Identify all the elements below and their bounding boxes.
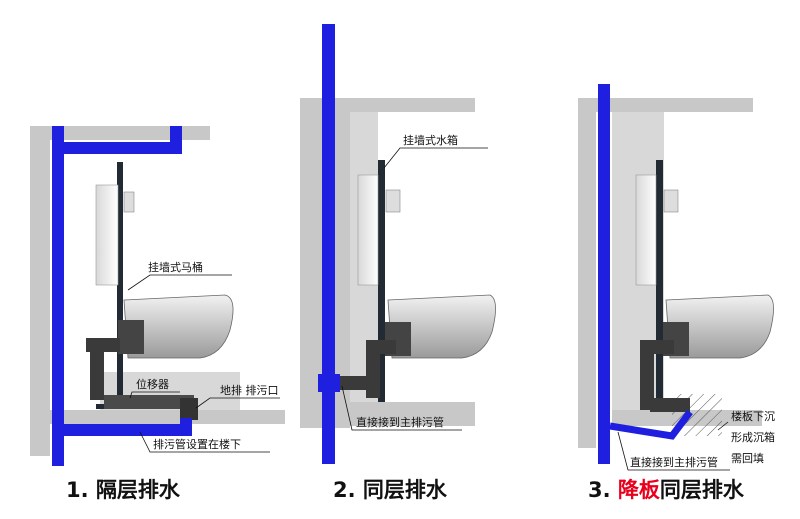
leader-direct — [341, 385, 462, 431]
cistern-box — [635, 174, 657, 286]
label-toilet: 挂墙式马桶 — [148, 260, 203, 274]
label-direct: 直接接到主排污管 — [356, 415, 444, 429]
label-shifter: 位移器 — [136, 377, 169, 391]
shifter-pipe — [104, 395, 194, 409]
cistern-box — [357, 174, 379, 286]
main-pipe-top — [52, 142, 182, 154]
pipe-below-floor — [52, 424, 192, 436]
floor-slab — [50, 410, 285, 424]
leader-floor-drain — [195, 397, 280, 409]
caption-3-highlight: 降板 — [618, 478, 661, 502]
flush-plate — [123, 191, 135, 213]
installation-frame — [117, 162, 123, 408]
caption-3: 3. 降板同层排水 — [588, 478, 745, 502]
caption-1: 1. 隔层排水 — [66, 478, 181, 502]
drain-pipe-horizontal — [340, 376, 380, 390]
wall-back — [578, 98, 753, 112]
label-tank: 挂墙式水箱 — [403, 133, 458, 147]
panel-1: 挂墙式马桶 位移器 地排 排污口 排污管设置在楼下 1. 隔层排水 — [30, 126, 285, 502]
wall-side — [30, 126, 50, 456]
caption-2: 2. 同层排水 — [333, 478, 448, 502]
drain-pipe-horizontal — [650, 398, 690, 412]
installation-frame — [656, 160, 663, 398]
wall-side — [578, 98, 596, 448]
floor-drain — [180, 398, 198, 420]
panel-3: 直接接到主排污管 楼板下沉 形成沉箱 需回填 3. 降板同层排水 — [578, 84, 775, 502]
drain-pipe-vertical — [90, 340, 104, 400]
label-sink-1: 楼板下沉 — [731, 409, 775, 423]
toilet-connector — [118, 320, 144, 354]
toilet-bowl — [123, 294, 234, 359]
installation-frame — [378, 160, 385, 402]
pipe-below-rise — [180, 418, 192, 432]
leader-tank — [383, 147, 488, 169]
toilet-bowl — [387, 294, 496, 359]
leader-toilet — [127, 274, 232, 291]
drain-pipe-vertical — [640, 340, 654, 410]
panel-2: 挂墙式水箱 直接接到主排污管 2. 同层排水 — [300, 24, 496, 502]
label-pipe-below: 排污管设置在楼下 — [153, 437, 241, 451]
label-direct: 直接接到主排污管 — [630, 455, 718, 469]
flush-plate — [663, 189, 679, 213]
leader-pipe-below — [139, 431, 270, 453]
leader-shifter — [129, 391, 180, 399]
toilet-bowl — [665, 294, 774, 359]
caption-3-prefix: 3. — [588, 478, 618, 502]
main-pipe-joint — [318, 374, 340, 392]
leader-sink — [717, 421, 729, 431]
main-pipe-vertical — [598, 84, 610, 464]
wall-back — [30, 126, 210, 140]
main-pipe-vertical — [52, 126, 64, 466]
label-sink-3: 需回填 — [731, 451, 764, 465]
cistern-box — [95, 184, 119, 286]
drain-elbow — [86, 338, 120, 352]
flush-plate — [385, 189, 401, 213]
main-pipe-top-drop — [170, 126, 182, 154]
main-pipe-vertical — [322, 24, 335, 464]
drain-elbow — [640, 340, 674, 354]
label-floor-drain: 地排 排污口 — [220, 383, 279, 397]
sunken-pipe — [609, 409, 693, 440]
caption-3-suffix: 同层排水 — [660, 478, 745, 502]
drain-elbow — [366, 340, 396, 354]
label-sink-2: 形成沉箱 — [731, 430, 775, 444]
leader-direct — [617, 431, 730, 471]
